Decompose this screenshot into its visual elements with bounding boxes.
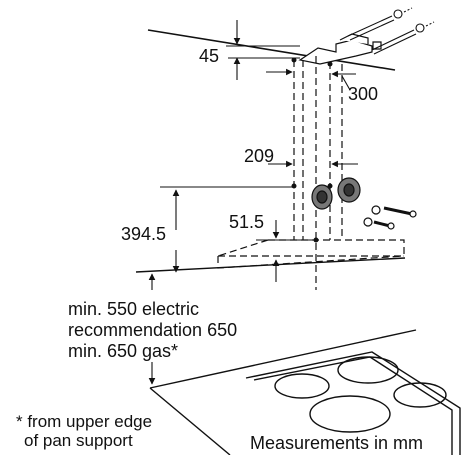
dim-51 xyxy=(256,220,312,282)
drill-points xyxy=(291,57,333,243)
hob xyxy=(150,330,460,455)
footnote-line-1: * from upper edge xyxy=(16,412,153,431)
screw-set-top xyxy=(348,8,434,54)
dim-45 xyxy=(226,20,300,80)
dim-label-300: 300 xyxy=(348,84,379,104)
wall-plugs xyxy=(312,178,416,229)
clearance-gas: min. 650 gas* xyxy=(68,341,179,361)
ceiling-line xyxy=(148,30,395,70)
footnote-line-2: of pan support xyxy=(24,431,133,450)
dim-label-45: 45 xyxy=(199,46,220,66)
dim-394 xyxy=(160,187,292,273)
dim-label-209: 209 xyxy=(244,146,275,166)
dim-300 xyxy=(266,68,356,90)
clearance-recommendation: recommendation 650 xyxy=(68,320,238,340)
dim-label-51: 51.5 xyxy=(229,212,265,232)
hob-reference-line xyxy=(136,258,405,272)
chimney-outline xyxy=(294,56,342,290)
mounting-bracket xyxy=(300,34,381,64)
hood-outline xyxy=(218,240,404,268)
units-note: Measurements in mm xyxy=(250,433,424,453)
clearance-electric: min. 550 electric xyxy=(68,299,200,319)
dim-label-394: 394.5 xyxy=(121,224,167,244)
